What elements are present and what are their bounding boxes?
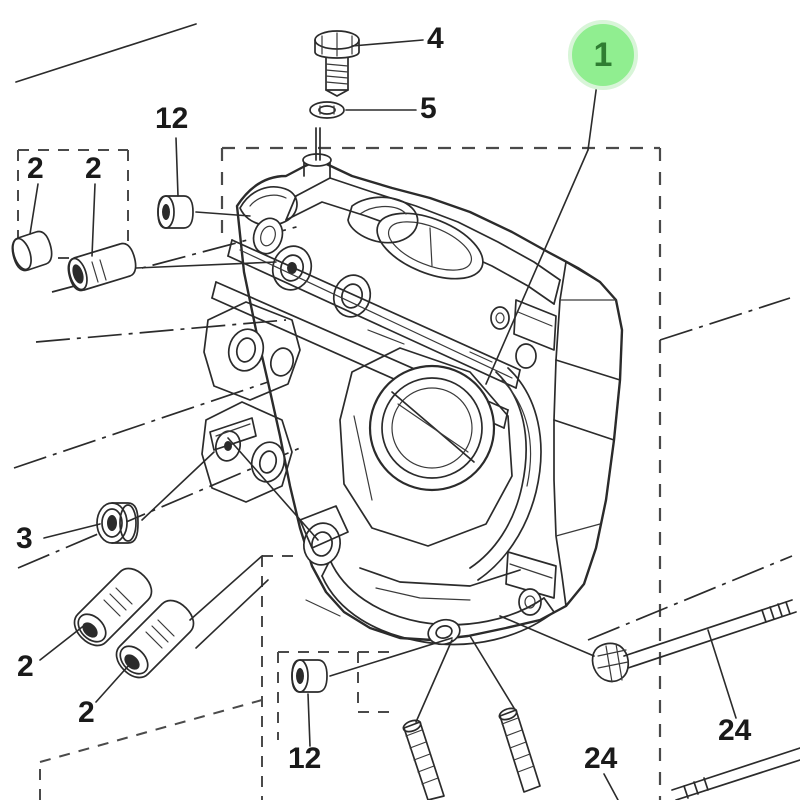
callout-label-12-bottom[interactable]: 12 [288, 742, 322, 775]
highlight-ring-part-1 [568, 20, 638, 90]
dashed-group-boundary-main [220, 146, 662, 800]
dashed-group-boundary-bottom-center [277, 651, 392, 740]
part-dowel-pin-12-bottom [291, 659, 328, 693]
part-stud-right [498, 707, 541, 793]
leader-lines [29, 39, 737, 800]
callout-label-4[interactable]: 4 [427, 22, 444, 55]
guide-line-top-left [15, 23, 197, 83]
part-bolt-4 [314, 30, 360, 97]
callout-label-2-lower-upper[interactable]: 2 [17, 650, 34, 683]
dashed-group-boundary-bottom-left [39, 555, 300, 800]
part-long-bolt-24-bottom [671, 747, 800, 800]
callout-label-3[interactable]: 3 [16, 522, 33, 555]
callout-label-2-upper-right[interactable]: 2 [85, 152, 102, 185]
callout-label-24-right[interactable]: 24 [718, 714, 752, 747]
part-dowel-pin-2-upper-right [67, 242, 137, 292]
part-long-bolt-24-right [591, 599, 797, 683]
callout-label-1[interactable]: 1 [593, 36, 613, 74]
callout-label-24-bottom[interactable]: 24 [584, 742, 618, 775]
callout-label-2-upper-left[interactable]: 2 [27, 152, 44, 185]
cylinder-head-casting [201, 127, 624, 646]
part-dowel-pin-2-lower-lower [115, 599, 195, 679]
part-bushing-3 [96, 502, 139, 544]
part-dowel-pin-2-upper-left [11, 230, 53, 272]
part-dowel-pin-12-top [157, 195, 194, 229]
part-washer-5 [309, 101, 345, 119]
callout-label-12-top[interactable]: 12 [155, 102, 189, 135]
part-stud-left [402, 719, 445, 800]
callout-label-5[interactable]: 5 [420, 92, 437, 125]
callout-label-2-lower-lower[interactable]: 2 [78, 696, 95, 729]
